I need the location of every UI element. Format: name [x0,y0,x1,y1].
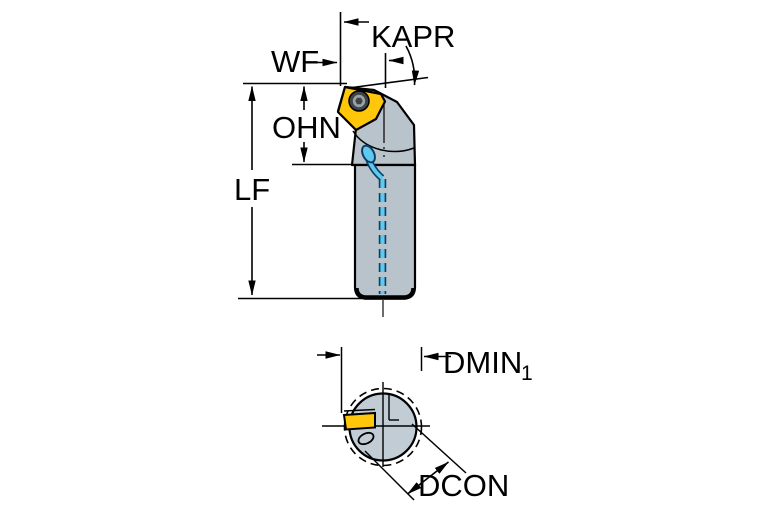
dmin-dashed-circle [343,387,423,467]
insert-screw-torx [355,97,363,105]
head-neck-curve [352,130,415,153]
lf-label: LF [234,172,270,207]
coolant-nozzle [361,144,376,164]
shank-bottom-edge [354,287,416,300]
cutting-edge-line [344,76,429,90]
pocket-ledge-line [343,408,376,412]
dcon-arrow-upper [427,461,449,479]
tool-body [336,85,417,317]
side-view: KAPR WF OHN LF [234,12,455,300]
insert-bottom-view [342,411,376,431]
dmin-subscript: 1 [521,362,533,385]
bottom-view: DMIN 1 DCON [317,345,533,503]
dcon-label: DCON [418,468,509,503]
dcon-arrow-lower [407,477,429,495]
coolant-hole-section [357,431,375,446]
dcon-extension-upper [411,423,467,474]
dmin-label: DMIN [443,345,522,380]
wf-label: WF [271,44,319,79]
kapr-label: KAPR [371,19,455,54]
kapr-angle-arc [405,45,420,86]
dcon-extension-lower [364,450,415,501]
ohn-label: OHN [272,110,341,145]
